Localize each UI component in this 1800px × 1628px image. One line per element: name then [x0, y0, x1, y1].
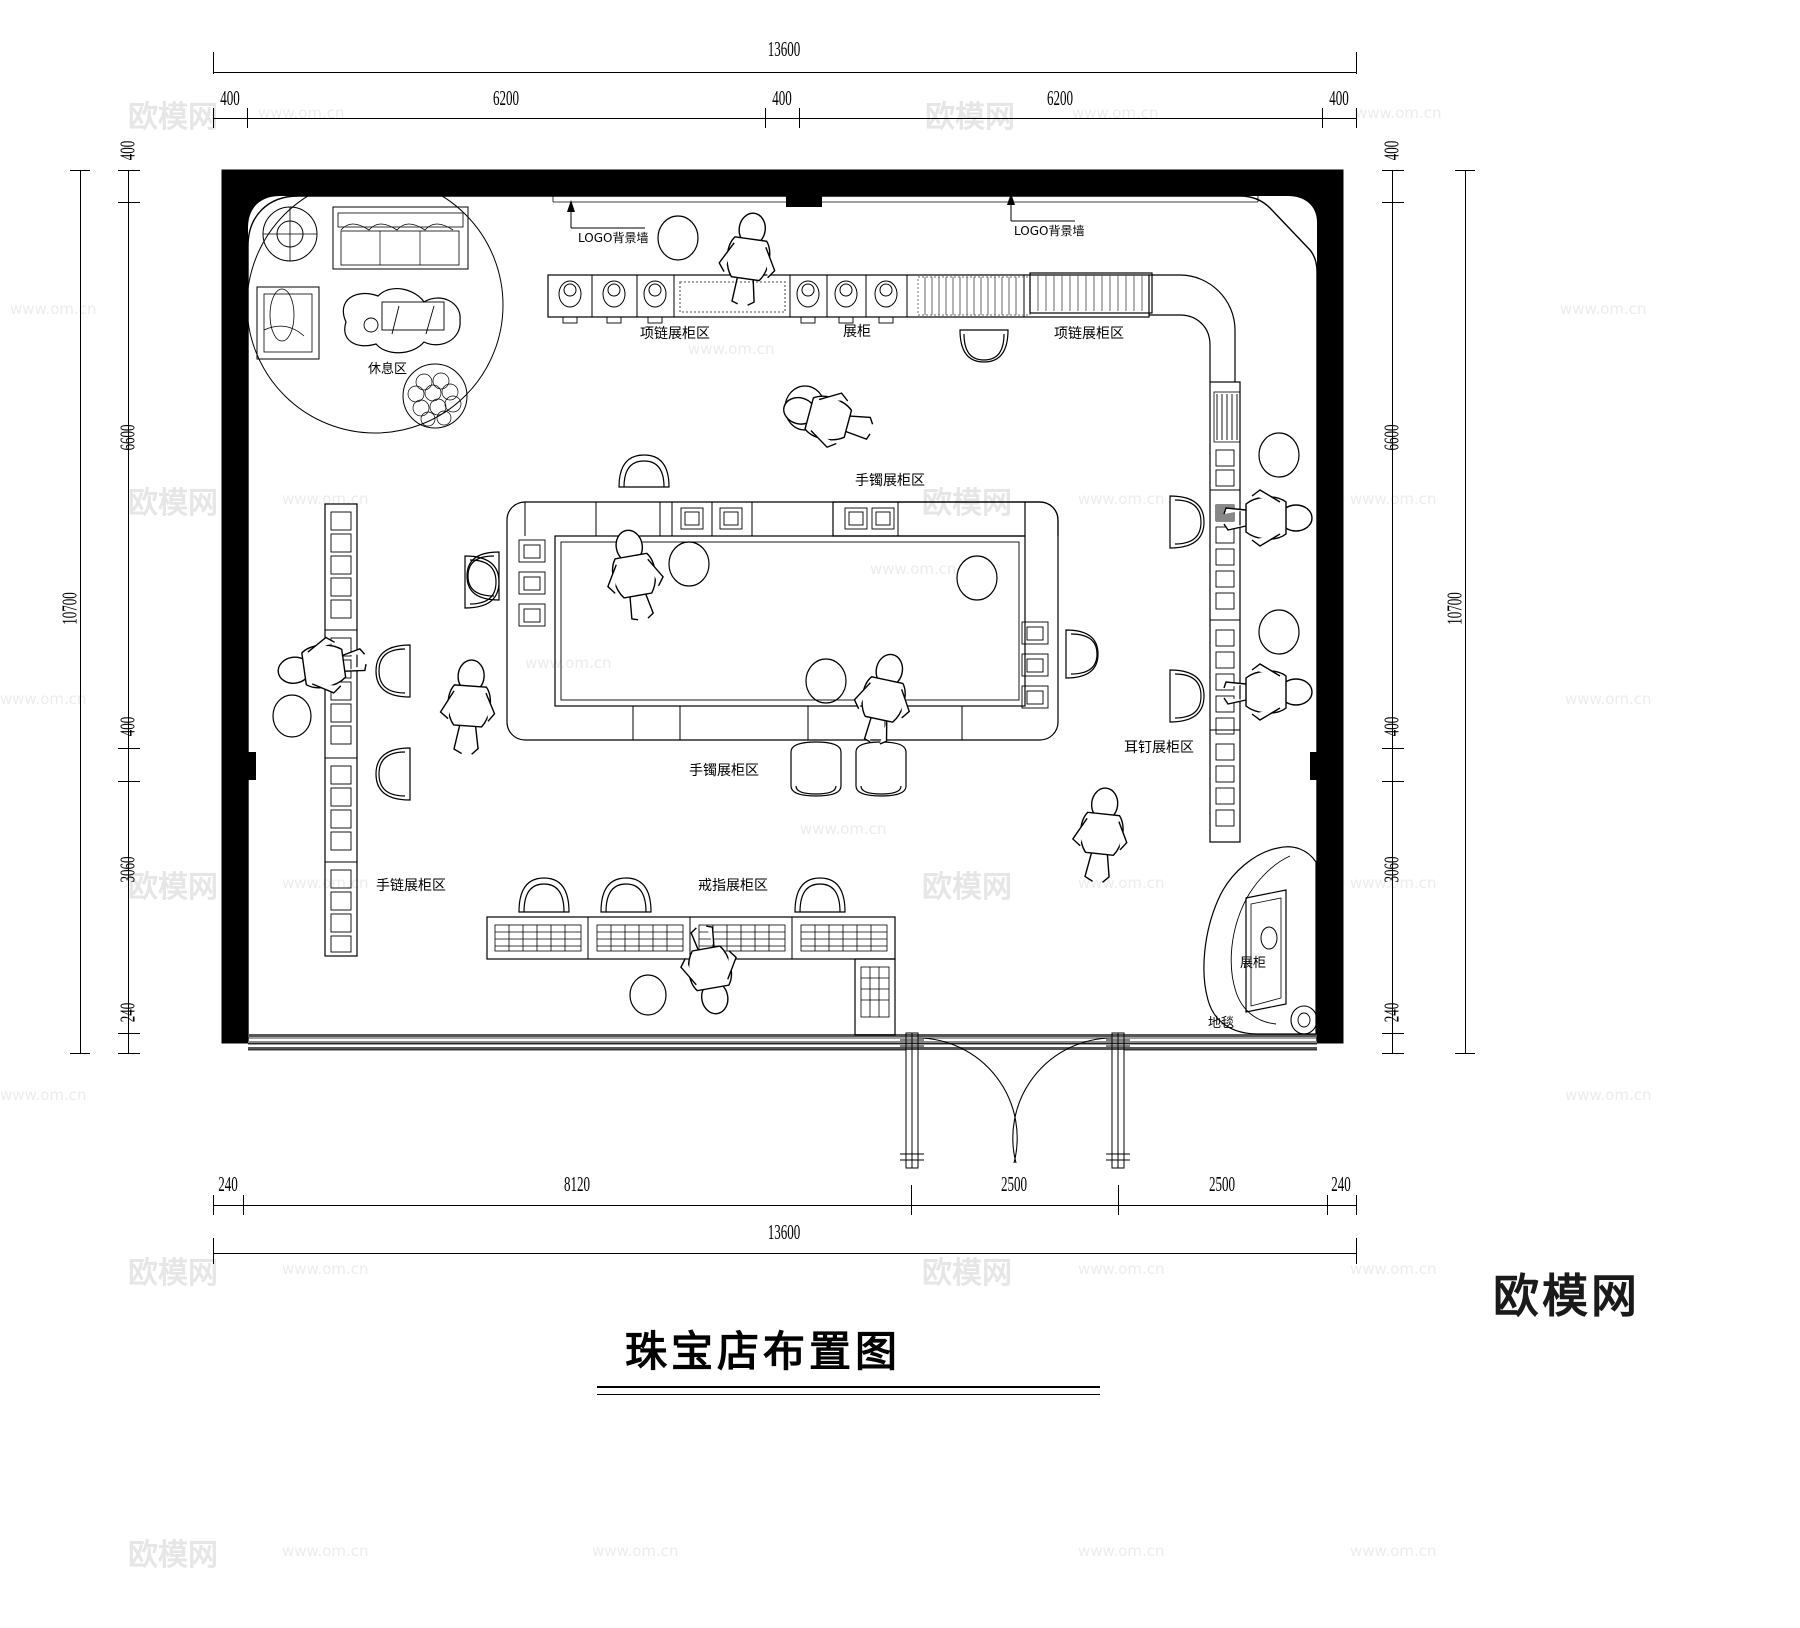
dim-tick	[1382, 1033, 1404, 1034]
label-necklace-left: 项链展柜区	[640, 326, 710, 342]
dim-tick	[213, 1238, 214, 1264]
dim-tick	[118, 202, 140, 203]
dim-top-overall: 13600	[767, 37, 801, 61]
wall-opening-right	[1310, 752, 1326, 780]
dim-tick	[70, 170, 90, 171]
dim-tick	[213, 52, 214, 74]
dim-bottom-overall: 13600	[767, 1220, 801, 1244]
dim-tick	[1356, 1238, 1357, 1264]
dim-tick	[1455, 170, 1475, 171]
label-showcase-corner: 展柜	[1240, 956, 1267, 971]
dim-tick	[247, 108, 248, 128]
title-underline-1	[597, 1386, 1100, 1388]
dim-tick	[1382, 781, 1404, 782]
label-ring: 戒指展柜区	[698, 878, 768, 894]
brand-logo: 欧模网	[1493, 1269, 1640, 1323]
dim-tick	[1356, 1195, 1357, 1215]
dim-tick	[118, 781, 140, 782]
dim-line-bottom-segments	[213, 1205, 1356, 1206]
dim-tick	[1382, 170, 1404, 171]
dim-line-bottom-overall	[213, 1253, 1356, 1254]
dim-tick	[118, 1053, 140, 1054]
label-logo-wall-right: LOGO背景墙	[1014, 224, 1085, 238]
dim-tick	[213, 108, 214, 128]
label-rest-area: 休息区	[368, 362, 408, 377]
dim-tick	[118, 170, 140, 171]
label-necklace-right: 项链展柜区	[1054, 326, 1124, 342]
dim-bottom-seg-1: 8120	[563, 1172, 591, 1196]
dim-tick	[1455, 1053, 1475, 1054]
dim-bottom-seg-0: 240	[218, 1172, 238, 1196]
dim-top-seg-1: 6200	[492, 86, 520, 110]
dim-line-top-segments	[213, 118, 1356, 119]
dim-tick	[1382, 202, 1404, 203]
dim-line-right-segments	[1392, 170, 1393, 1053]
label-carpet: 地毯	[1208, 1016, 1235, 1031]
dim-top-seg-0: 400	[220, 86, 240, 110]
dim-tick	[213, 1195, 214, 1215]
dim-tick	[1327, 1195, 1328, 1215]
dim-tick	[765, 108, 766, 128]
page-title: 珠宝店布置图	[625, 1327, 902, 1376]
dim-line-left-overall	[80, 170, 81, 1053]
label-bangle-upper: 手镯展柜区	[855, 473, 925, 489]
dim-line-top-overall	[213, 72, 1356, 73]
dim-tick	[911, 1185, 912, 1215]
label-earstud: 耳钉展柜区	[1124, 740, 1194, 756]
dim-tick	[118, 748, 140, 749]
label-logo-wall-left: LOGO背景墙	[578, 231, 649, 245]
dim-tick	[1382, 1053, 1404, 1054]
dim-line-right-overall	[1465, 170, 1466, 1053]
dim-bottom-seg-4: 240	[1331, 1172, 1351, 1196]
wall-column-top	[786, 189, 822, 207]
dim-tick	[1118, 1185, 1119, 1215]
dim-tick	[1356, 52, 1357, 74]
dim-tick	[70, 1053, 90, 1054]
dim-tick	[243, 1195, 244, 1215]
label-chain-bracelet: 手链展柜区	[376, 878, 446, 894]
dim-top-seg-2: 400	[772, 86, 792, 110]
dim-tick	[1382, 748, 1404, 749]
dim-tick	[1356, 108, 1357, 128]
title-underline-2	[597, 1394, 1100, 1395]
dim-line-left-segments	[128, 170, 129, 1053]
dim-top-seg-3: 6200	[1046, 86, 1074, 110]
label-showcase-top: 展柜	[843, 324, 871, 340]
dim-tick	[799, 108, 800, 128]
dim-tick	[1322, 108, 1323, 128]
wall-opening-left	[240, 752, 256, 780]
dim-top-seg-4: 400	[1329, 86, 1349, 110]
dim-bottom-seg-2: 2500	[1000, 1172, 1028, 1196]
dim-bottom-seg-3: 2500	[1208, 1172, 1236, 1196]
dim-tick	[118, 1033, 140, 1034]
label-bangle-lower: 手镯展柜区	[689, 763, 759, 779]
